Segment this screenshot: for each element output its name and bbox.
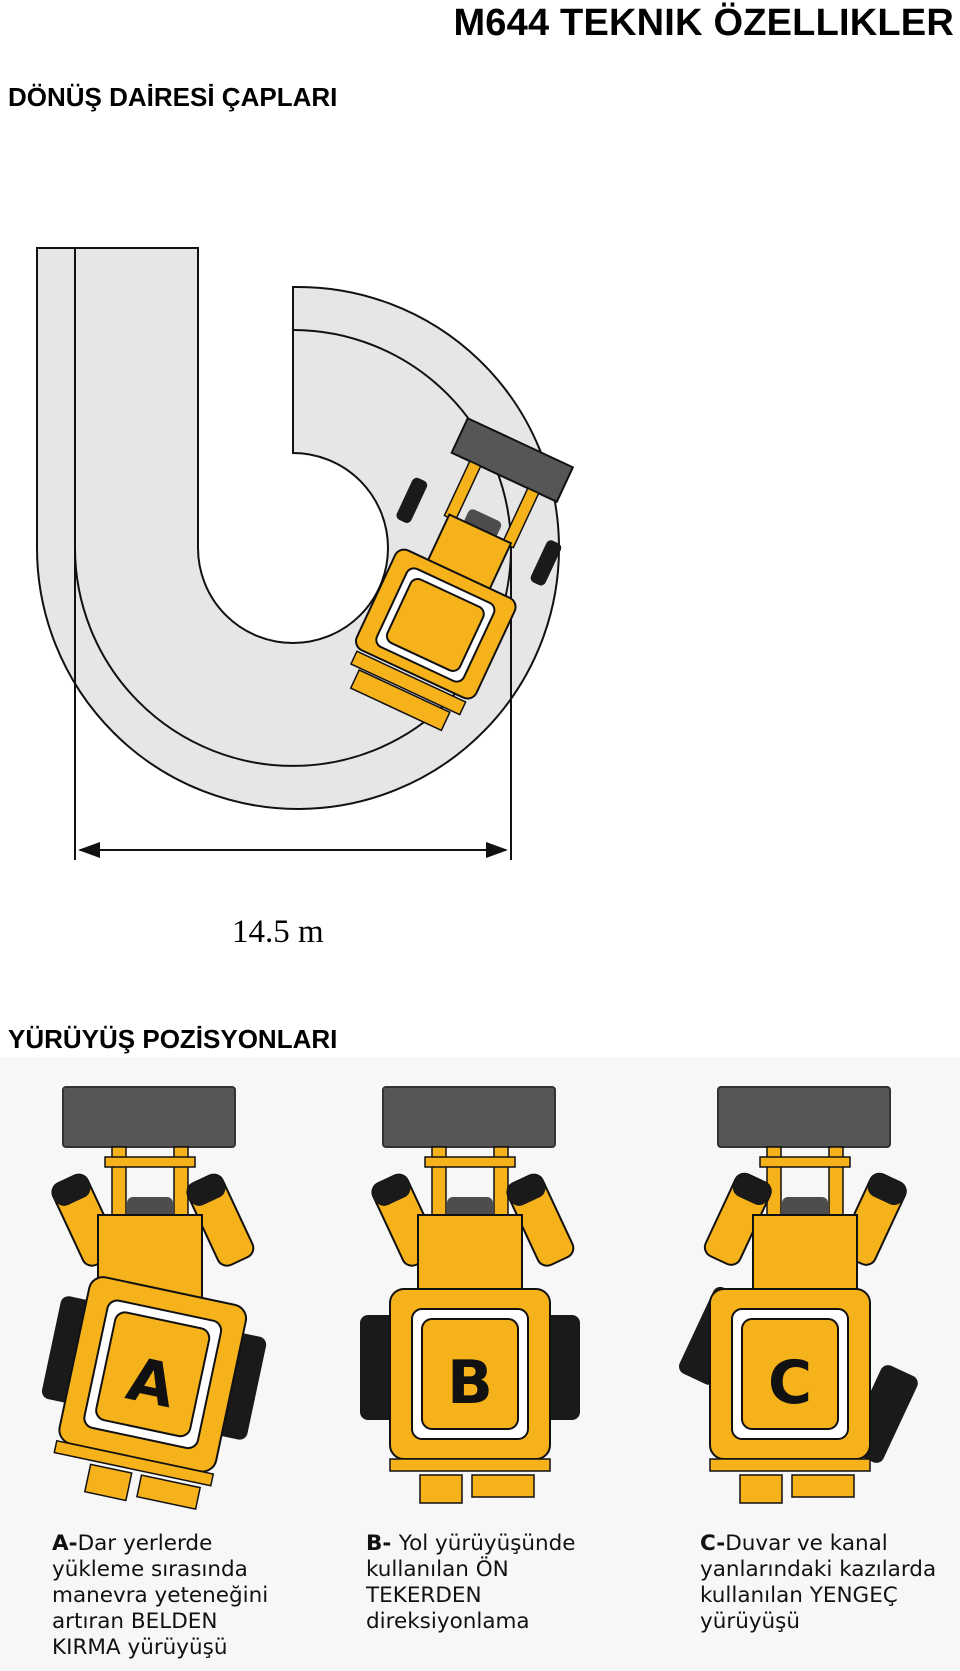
turning-diameter-label: 14.5 m: [232, 914, 324, 950]
arrowhead-right-icon: [486, 842, 508, 858]
mode-b-letter: B: [447, 1348, 493, 1418]
mode-a-prefix: A-: [52, 1531, 78, 1556]
turning-section-title: DÖNÜŞ DAİRESİ ÇAPLARI: [8, 82, 338, 112]
mode-b-caption: B- Yol yürüyüşünde kullanılan ÖN TEKERDE…: [366, 1531, 576, 1635]
page-title: M644 TEKNIK ÖZELLIKLER: [453, 2, 954, 44]
walking-mode-a: A A-Dar yerlerde yükleme sırasında manev…: [0, 1057, 320, 1671]
loader-b-icon: B: [360, 1086, 580, 1504]
loader-c-icon: C: [678, 1086, 918, 1504]
mode-c-caption: C-Duvar ve kanal yanlarındaki kazılarda …: [700, 1531, 936, 1635]
arrowhead-left-icon: [78, 842, 100, 858]
walking-section-title: YÜRÜYÜŞ POZİSYONLARI: [8, 1024, 338, 1054]
turning-machine-icon: [349, 416, 575, 732]
walking-positions-panel: A A-Dar yerlerde yükleme sırasında manev…: [0, 1057, 960, 1671]
mode-a-caption: A-Dar yerlerde yükleme sırasında manevra…: [52, 1531, 268, 1661]
mode-a-text: Dar yerlerde yükleme sırasında manevra y…: [52, 1531, 269, 1660]
mode-b-prefix: B-: [366, 1531, 399, 1556]
mode-c-letter: C: [768, 1348, 812, 1418]
mode-c-text: Duvar ve kanal yanlarındaki kazılarda ku…: [700, 1531, 937, 1634]
turning-circle-diagram: [36, 247, 575, 860]
walking-mode-b: B B- Yol yürüyüşünde kullanılan ÖN TEKER…: [320, 1057, 640, 1671]
mode-c-prefix: C-: [700, 1531, 726, 1556]
mode-b-text: Yol yürüyüşünde kullanılan ÖN TEKERDEN d…: [366, 1531, 576, 1634]
walking-mode-c: C C-Duvar ve kanal yanlarındaki kazılard…: [640, 1057, 960, 1671]
loader-a-icon: A: [41, 1086, 267, 1511]
